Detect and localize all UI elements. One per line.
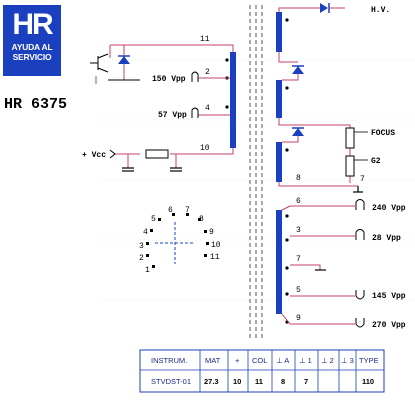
table-header-cell: TYPE <box>359 356 379 365</box>
table-cell: 8 <box>281 377 285 386</box>
pin-5-label: 5 <box>296 286 301 295</box>
pin-2-label: 2 <box>205 68 210 77</box>
v150-label: 150 Vpp <box>152 75 186 84</box>
v240-label: 240 Vpp <box>372 204 406 213</box>
socket-pin-label: 10 <box>211 241 221 250</box>
table-header-cell: ⊥ A <box>276 356 289 365</box>
pulse-145-icon <box>355 290 365 300</box>
v57-label: 57 Vpp <box>158 111 187 120</box>
secondary-winding <box>276 210 282 314</box>
hv-wiring <box>278 7 358 187</box>
v145-label: 145 Vpp <box>372 292 406 301</box>
secondary-wiring <box>281 205 355 325</box>
hv-coil-1 <box>276 12 282 52</box>
socket-pin-label: 4 <box>143 228 148 237</box>
table-cell: 7 <box>304 377 308 386</box>
pin-10-label: 10 <box>200 144 210 153</box>
socket-pin-label: 8 <box>199 215 204 224</box>
pin-11-label: 11 <box>200 35 210 44</box>
socket-pin-label: 9 <box>209 228 214 237</box>
pin-7b-label: 7 <box>296 255 301 264</box>
table-cell: 27.3 <box>204 377 219 386</box>
v270-label: 270 Vpp <box>372 321 406 330</box>
table-header-cell: MAT <box>205 356 221 365</box>
table-header-cell: + <box>235 356 240 365</box>
brand-logo: HR AYUDA AL SERVICIO <box>3 5 61 76</box>
vcc-label: + Vcc <box>82 151 106 160</box>
socket-pin-label: 7 <box>185 206 190 215</box>
focus-label: FOCUS <box>371 129 395 138</box>
table-header-cell: ⊥ 1 <box>299 356 312 365</box>
hv-coil-2 <box>276 80 282 118</box>
table-header-cell: INSTRUM. <box>151 356 187 365</box>
table-header-cell: ⊥ 3 <box>341 356 354 365</box>
pin-8-label: 8 <box>296 174 301 183</box>
damper-diode <box>118 56 130 64</box>
transistor <box>90 53 109 73</box>
hv-label: H.V. <box>371 6 390 15</box>
socket-pin-labels: 1 2 3 4 5 6 7 8 9 10 11 <box>139 206 221 275</box>
pulse-28-icon <box>355 229 365 240</box>
socket-pin-label: 2 <box>139 254 144 263</box>
table-header-cell: COL <box>252 356 267 365</box>
g2-resistor <box>345 155 355 177</box>
focus-resistor <box>345 127 355 149</box>
v28-label: 28 Vpp <box>372 234 401 243</box>
spec-table: INSTRUM. MAT + COL ⊥ A ⊥ 1 ⊥ 2 ⊥ 3 TYPE … <box>139 349 385 393</box>
hv-coil-3 <box>276 142 282 182</box>
pulse-270-icon <box>355 318 365 328</box>
table-header-cell: ⊥ 2 <box>321 356 334 365</box>
socket-crosshair <box>155 222 195 264</box>
pulse-57-icon <box>191 107 199 118</box>
table-cell: STVDST-01 <box>151 377 191 386</box>
transformer-core <box>249 5 263 340</box>
g2-label: G2 <box>371 157 381 166</box>
pulse-240-icon <box>355 199 365 210</box>
vcc-resistor <box>145 149 169 159</box>
pin-6-label: 6 <box>296 197 301 206</box>
pin-9-label: 9 <box>296 314 301 323</box>
socket-pin-label: 5 <box>151 215 156 224</box>
table-cell: 110 <box>362 377 374 386</box>
table-cell: 10 <box>233 377 241 386</box>
model-title: HR 6375 <box>4 96 68 113</box>
pin-3-label: 3 <box>296 226 301 235</box>
pin-7a-label: 7 <box>360 175 365 184</box>
primary-wiring <box>95 44 234 168</box>
socket-pin-label: 3 <box>139 242 144 251</box>
ground-icon <box>353 186 363 193</box>
vcc-capacitors <box>122 167 182 172</box>
pulse-150-icon <box>191 71 199 82</box>
pin-4-label: 4 <box>205 104 210 113</box>
socket-pin-label: 1 <box>145 266 150 275</box>
socket-pins <box>146 213 209 268</box>
primary-winding <box>230 52 236 148</box>
socket-pin-label: 6 <box>168 206 173 215</box>
logo-tagline-1: AYUDA AL <box>11 42 53 52</box>
hv-diode-2-icon <box>292 66 304 74</box>
hv-rectifier-icon <box>320 3 328 13</box>
table-cell: 11 <box>255 377 263 386</box>
grid-dots <box>100 59 415 301</box>
hv-diode-3-icon <box>292 128 304 136</box>
logo-mark: HR <box>12 8 53 41</box>
vcc-arrow-icon <box>109 149 116 159</box>
socket-pin-label: 11 <box>210 253 220 262</box>
logo-tagline-2: SERVICIO <box>12 51 52 62</box>
